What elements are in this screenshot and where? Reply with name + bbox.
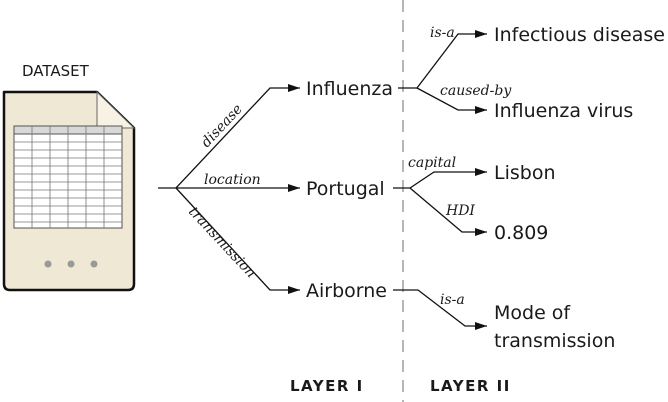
node-hdi-value: 0.809 xyxy=(494,222,548,244)
edge-label-transmission: transmission xyxy=(185,204,259,281)
edge-label-hdi: HDI xyxy=(445,203,475,219)
edge-label-capital: capital xyxy=(408,155,456,171)
dataset-label: DATASET xyxy=(22,62,90,80)
edge-is-a-2-arrow xyxy=(393,289,487,330)
layer-1-heading: LAYER I xyxy=(290,377,364,395)
node-lisbon: Lisbon xyxy=(494,162,556,184)
edge-label-is-a-2: is-a xyxy=(440,292,465,308)
edge-transmission-arrow xyxy=(175,187,300,294)
edge-capital-arrow xyxy=(393,168,487,189)
node-mode-of-transmission-line1: Mode of xyxy=(494,302,571,324)
edge-label-disease: disease xyxy=(198,101,246,150)
node-airborne: Airborne xyxy=(306,280,387,302)
edge-disease-arrow xyxy=(158,84,300,189)
edge-label-location: location xyxy=(204,172,261,188)
node-influenza-virus: Influenza virus xyxy=(494,100,633,122)
edge-label-caused-by: caused-by xyxy=(440,83,512,99)
node-mode-of-transmission-line2: transmission xyxy=(494,330,615,352)
edge-is-a-1-arrow xyxy=(398,30,487,89)
edge-hdi-arrow xyxy=(409,187,487,236)
ellipsis-dots-icon xyxy=(44,260,98,268)
node-portugal: Portugal xyxy=(306,178,385,200)
node-influenza: Influenza xyxy=(306,78,393,100)
spreadsheet-icon xyxy=(13,125,123,229)
layer-2-heading: LAYER II xyxy=(430,377,511,395)
edge-caused-by-arrow xyxy=(416,87,487,114)
node-infectious-disease: Infectious disease xyxy=(494,24,665,46)
dataset-document-icon xyxy=(2,90,136,292)
edge-label-is-a-1: is-a xyxy=(430,25,455,41)
